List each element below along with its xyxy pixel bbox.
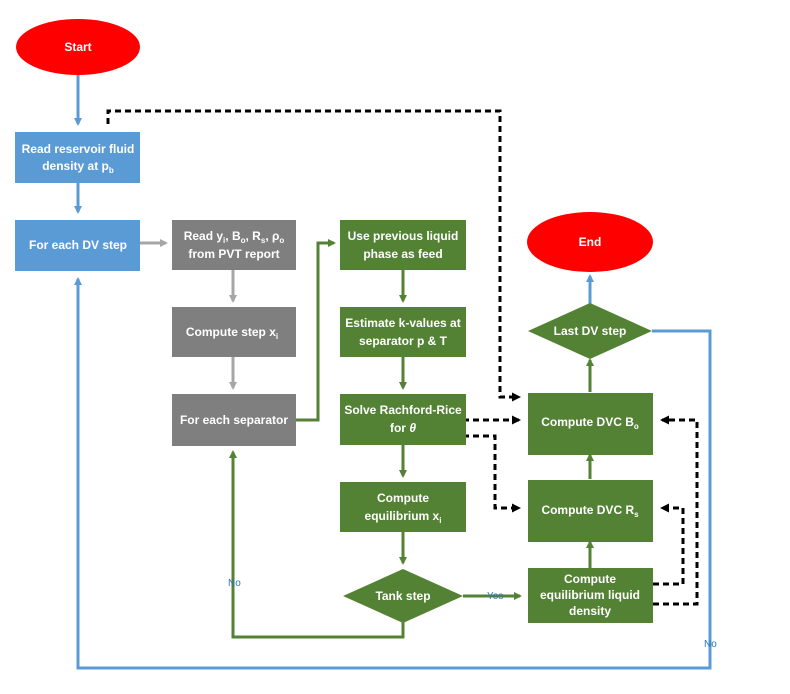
node-compute-step: Compute step xi [172,307,296,357]
node-solve-rachford-rice-label-1: Solve Rachford-Rice [344,403,462,417]
node-start-label: Start [64,40,91,54]
edge-label-no-left: No [228,578,241,589]
node-compute-equilibrium-x-label-2: equilibrium xi [365,509,442,525]
edge-label-yes: Yes [487,591,503,602]
node-tank-step-label: Tank step [375,589,430,603]
node-read-pvt-label-2: from PVT report [188,247,279,261]
node-use-previous-liquid-label-2: phase as feed [363,247,442,261]
node-for-each-dv-step: For each DV step [15,220,140,271]
node-read-density-label-1: Read reservoir fluid [22,142,135,156]
node-solve-rachford-rice: Solve Rachford-Rice for θ [340,394,466,445]
node-use-previous-liquid: Use previous liquid phase as feed [340,220,466,270]
node-end: End [527,212,653,272]
node-solve-rachford-rice-label-2: for θ [390,421,416,435]
node-read-pvt-label-1: Read yi, Bo, Rs, ρo [184,229,285,245]
edge-dashed-liq-to-bo [653,415,699,606]
node-estimate-k-values-label-2: separator p & T [359,334,448,348]
node-last-dv-step-label: Last DV step [554,324,627,338]
node-compute-dvc-bo: Compute DVC Bo [528,393,653,455]
node-compute-dvc-rs-label: Compute DVC Rs [541,503,639,519]
node-compute-equilibrium-liquid-density-label-3: density [569,604,611,618]
node-tank-step: Tank step [343,569,463,623]
node-compute-step-label: Compute step xi [186,325,278,341]
node-start: Start [16,19,140,75]
edge-last-dv-no-loop [74,277,712,670]
node-for-each-separator: For each separator [172,394,296,446]
node-compute-dvc-bo-label: Compute DVC Bo [541,415,639,431]
edge-tank-step-no-loop [229,450,405,639]
node-for-each-dv-step-label: For each DV step [29,238,127,252]
edge-dashed-liq-to-rs [653,503,685,586]
node-last-dv-step: Last DV step [528,303,652,359]
node-for-each-separator-label: For each separator [180,413,288,427]
node-compute-equilibrium-x-label-1: Compute [377,491,429,505]
node-use-previous-liquid-label-1: Use previous liquid [348,229,459,243]
node-compute-equilibrium-x: Compute equilibrium xi [340,482,466,532]
node-compute-equilibrium-liquid-density-label-1: Compute [564,572,616,586]
node-read-density-label-2: density at pb [42,159,114,175]
edge-for-each-sep-to-use-prev [296,239,336,422]
node-compute-dvc-rs: Compute DVC Rs [528,480,653,542]
node-compute-equilibrium-liquid-density-label-2: equilibrium liquid [540,588,640,602]
node-compute-equilibrium-liquid-density: Compute equilibrium liquid density [528,568,653,623]
node-estimate-k-values: Estimate k-values at separator p & T [340,307,466,357]
edge-dashed-density-to-bo [106,109,521,402]
node-read-pvt: Read yi, Bo, Rs, ρo from PVT report [172,220,296,270]
node-estimate-k-values-label-1: Estimate k-values at [345,316,460,330]
node-end-label: End [579,235,602,249]
edge-label-no-right: No [704,639,717,650]
node-read-density: Read reservoir fluid density at pb [15,132,140,183]
edge-dashed-rr-to-rs [463,434,521,513]
